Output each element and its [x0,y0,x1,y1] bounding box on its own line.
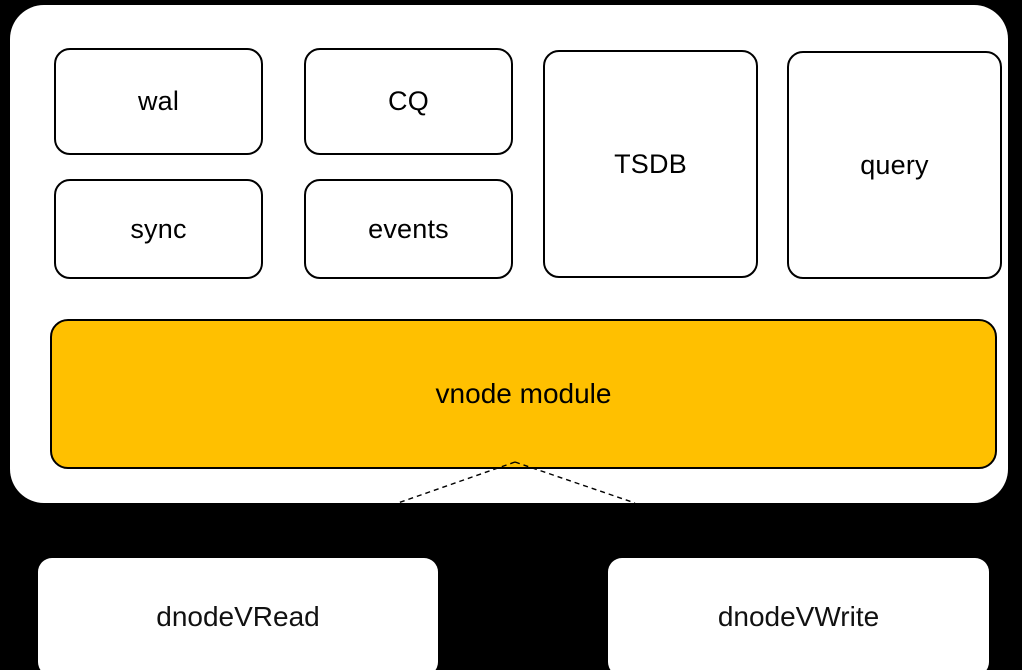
node-label-dnodevread: dnodeVRead [156,601,320,632]
module-label-cq: CQ [388,86,429,116]
module-box-sync[interactable]: sync [54,179,263,279]
module-box-cq[interactable]: CQ [304,48,513,155]
module-box-wal[interactable]: wal [54,48,263,155]
node-label-dnodevwrite: dnodeVWrite [717,601,880,632]
module-label-vnode-module: vnode module [435,378,612,409]
module-box-query[interactable]: query [787,51,1002,279]
module-label-events: events [368,213,449,244]
node-box-dnodevwrite[interactable]: dnodeVWrite [608,558,989,670]
node-box-dnodevread[interactable]: dnodeVRead [38,558,438,670]
module-label-query: query [860,149,929,180]
module-box-vnode-module[interactable]: vnode module [50,319,997,469]
module-box-events[interactable]: events [304,179,513,279]
module-label-sync: sync [130,213,187,244]
module-label-tsdb: TSDB [614,148,687,179]
module-label-wal: wal [137,86,180,116]
module-box-tsdb[interactable]: TSDB [543,50,758,278]
vnode-container: wal CQ TSDB query sync events vnode modu… [10,5,1008,503]
